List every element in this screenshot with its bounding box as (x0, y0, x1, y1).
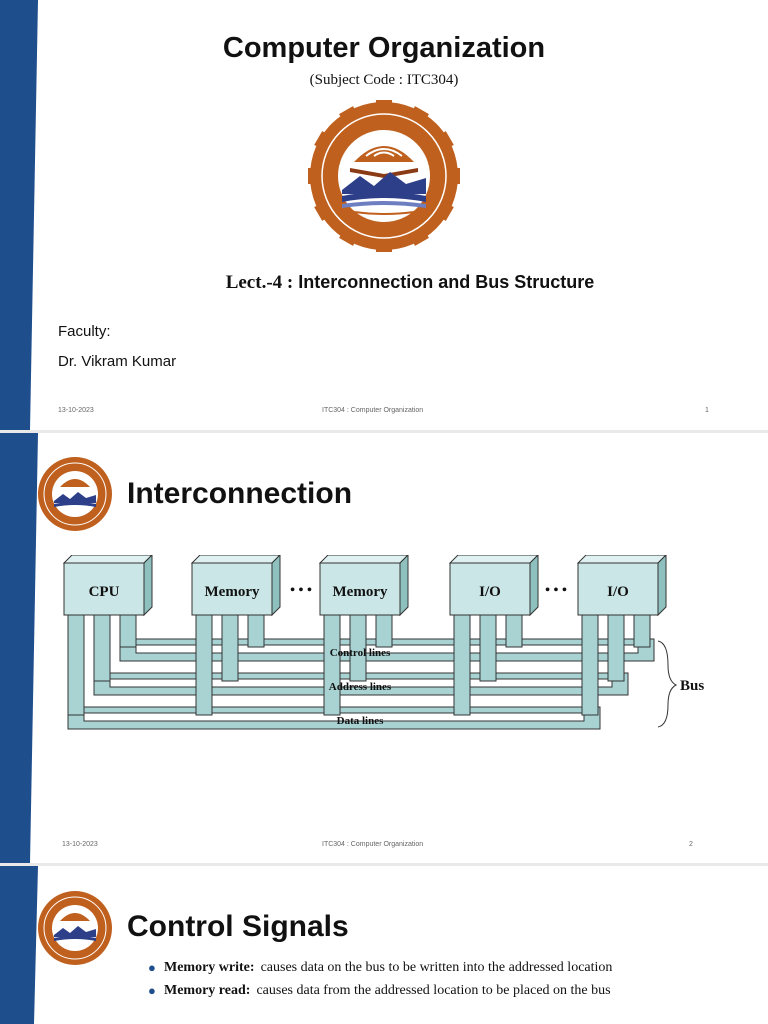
institute-logo-small (38, 457, 112, 531)
institute-logo (308, 100, 460, 252)
bullet-dot-icon: ● (148, 983, 156, 998)
footer-date: 13-10-2023 (62, 841, 98, 848)
io1-box (448, 555, 539, 617)
slide-title: Control Signals (127, 910, 349, 943)
io2-box (576, 555, 667, 617)
bullet-text: causes data on the bus to be written int… (260, 960, 613, 975)
lecture-title: Interconnection and Bus Structure (298, 272, 595, 292)
bullet-term: Memory write: (164, 960, 255, 975)
blue-side-band (0, 866, 38, 1024)
bullet-text: causes data from the addressed location … (256, 983, 611, 998)
bus-label: Bus (680, 678, 704, 694)
cpu-label: CPU (89, 584, 120, 600)
footer-course: ITC304 : Computer Organization (322, 841, 424, 848)
data-lines-label: Data lines (337, 715, 384, 727)
footer-date: 13-10-2023 (58, 407, 94, 414)
slide-divider (0, 863, 768, 866)
lecture-number: Lect.-4 : (225, 272, 294, 293)
footer-page-number: 2 (689, 841, 693, 848)
slide-3: Control Signals ● Memory write:causes da… (0, 866, 768, 1024)
ellipsis-1: • • • (290, 583, 312, 598)
slide-2: Interconnection (0, 433, 768, 863)
io2-label: I/O (607, 584, 629, 600)
memory2-label: Memory (333, 584, 388, 600)
footer-course: ITC304 : Computer Organization (322, 407, 424, 414)
memory2-box (318, 555, 409, 617)
lecture-heading: Lect.-4 : Interconnection and Bus Struct… (0, 272, 768, 294)
io1-label: I/O (479, 584, 501, 600)
bus-interconnection-diagram: CPU Memory • • • Memory I/O • • • I/O Co… (62, 555, 704, 730)
subject-code: (Subject Code : ITC304) (309, 72, 459, 88)
memory1-label: Memory (205, 584, 260, 600)
blue-side-band (0, 0, 38, 430)
faculty-name: Dr. Vikram Kumar (58, 353, 177, 370)
slide-title: Computer Organization (222, 32, 546, 64)
cpu-box (62, 555, 153, 617)
ellipsis-2: • • • (545, 583, 567, 598)
slide-title: Interconnection (127, 477, 353, 510)
blue-side-band (0, 433, 38, 863)
faculty-label: Faculty: (58, 323, 111, 340)
memory1-box (190, 555, 281, 617)
control-signals-list: ● Memory write: causes data on the bus to… (148, 959, 678, 1005)
bullet-dot-icon: ● (148, 960, 156, 975)
institute-logo-small (38, 891, 112, 965)
address-lines-label: Address lines (329, 681, 392, 693)
control-lines-label: Control lines (330, 647, 391, 659)
bus-brace (657, 640, 678, 728)
bullet-term: Memory read: (164, 983, 251, 998)
slide-1: Computer Organization (Subject Code : IT… (0, 0, 768, 430)
slide-divider (0, 430, 768, 433)
footer-page-number: 1 (705, 407, 709, 414)
bullet-item: ● Memory read: causes data from the addre… (148, 982, 678, 999)
bullet-item: ● Memory write: causes data on the bus to… (148, 959, 678, 976)
